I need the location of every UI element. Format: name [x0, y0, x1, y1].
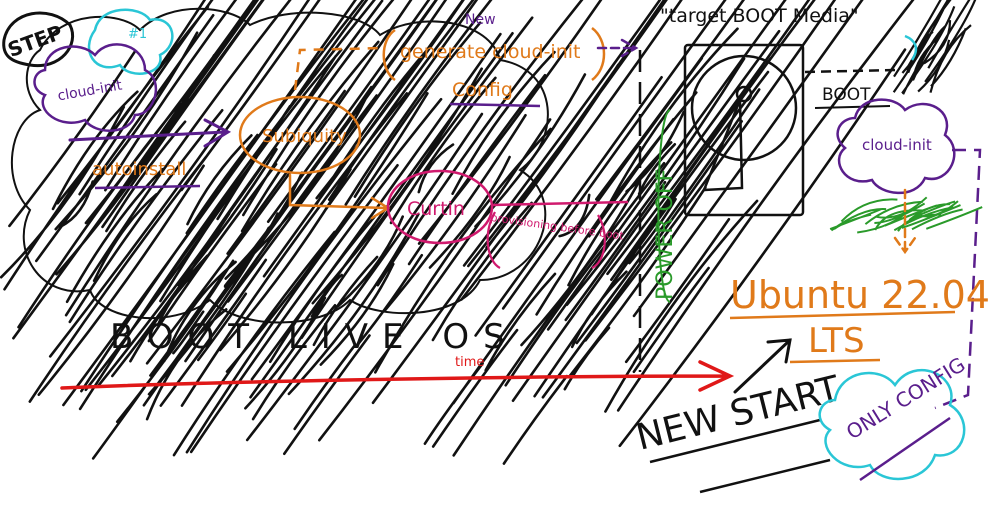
cyan-cloud-left	[87, 8, 174, 75]
scribble-stroke	[0, 0, 915, 465]
boot-live-os-label: BOOT LIVE OS	[110, 317, 519, 357]
only-config-underline	[859, 416, 951, 482]
provisioning-bracket	[486, 211, 606, 269]
new-start-label: NEW START	[632, 368, 845, 458]
ubuntu-underline	[729, 310, 956, 320]
new-start-arrow	[733, 338, 792, 394]
power-off-label: POWER OFF	[653, 169, 678, 300]
dashed-disk-to-boot	[804, 68, 896, 74]
dashed-arrow-to-target-media	[596, 38, 639, 58]
step-number-label: #1	[128, 27, 147, 42]
power-off-bracket	[657, 109, 671, 303]
time-arrow	[60, 360, 735, 392]
purple-arrow-to-subiquity	[68, 118, 232, 148]
dashed-subiquity-to-config	[293, 46, 386, 91]
new-word-label: New	[465, 12, 496, 28]
hard-disk-icon	[683, 43, 805, 217]
boot-label: BOOT	[822, 85, 871, 105]
subiquity-label: Subiquity	[262, 126, 347, 147]
generate-config-bracket-left	[382, 28, 396, 82]
config-word-label: Config	[452, 79, 513, 101]
autoinstall-label: autoinstall	[92, 159, 186, 180]
lts-underline	[789, 358, 881, 364]
boot-underline	[814, 105, 891, 109]
generate-config-label: generate cloud-init	[400, 41, 580, 63]
ubuntu-version-label: Ubuntu 22.04	[730, 273, 990, 317]
crossed-out-scribble	[0, 0, 915, 465]
curtin-ellipse	[386, 169, 494, 245]
scribble-stroke	[829, 196, 983, 234]
cloud-init-right-label: cloud-init	[862, 136, 932, 154]
cloud-init-left-cloud	[33, 43, 157, 132]
autoinstall-underline	[94, 184, 201, 190]
cloud-init-left-label: cloud-init	[56, 77, 123, 104]
time-label: time	[455, 355, 484, 370]
new-start-underline-2	[699, 458, 831, 494]
boot-scribble-ball	[892, 0, 977, 95]
only-config-cloud	[818, 368, 966, 481]
step-badge-outline	[2, 11, 75, 68]
config-underline	[449, 102, 541, 108]
curtin-label: Curtin	[407, 198, 465, 220]
green-scribble-bar	[829, 196, 983, 234]
cloud-init-right-cloud	[836, 98, 956, 195]
dashed-arrow-to-ubuntu	[893, 188, 917, 255]
generate-config-bracket-right	[591, 27, 606, 81]
scribble-stroke	[892, 0, 977, 95]
live-os-cloud-outline	[10, 7, 549, 324]
curtin-arrow-right	[491, 200, 629, 207]
new-start-underline-1	[649, 418, 821, 464]
target-boot-media-label: "target BOOT Media"	[660, 5, 859, 27]
lts-label: LTS	[808, 321, 865, 361]
subiquity-ellipse	[238, 95, 362, 175]
cyan-marker-right	[904, 34, 918, 61]
